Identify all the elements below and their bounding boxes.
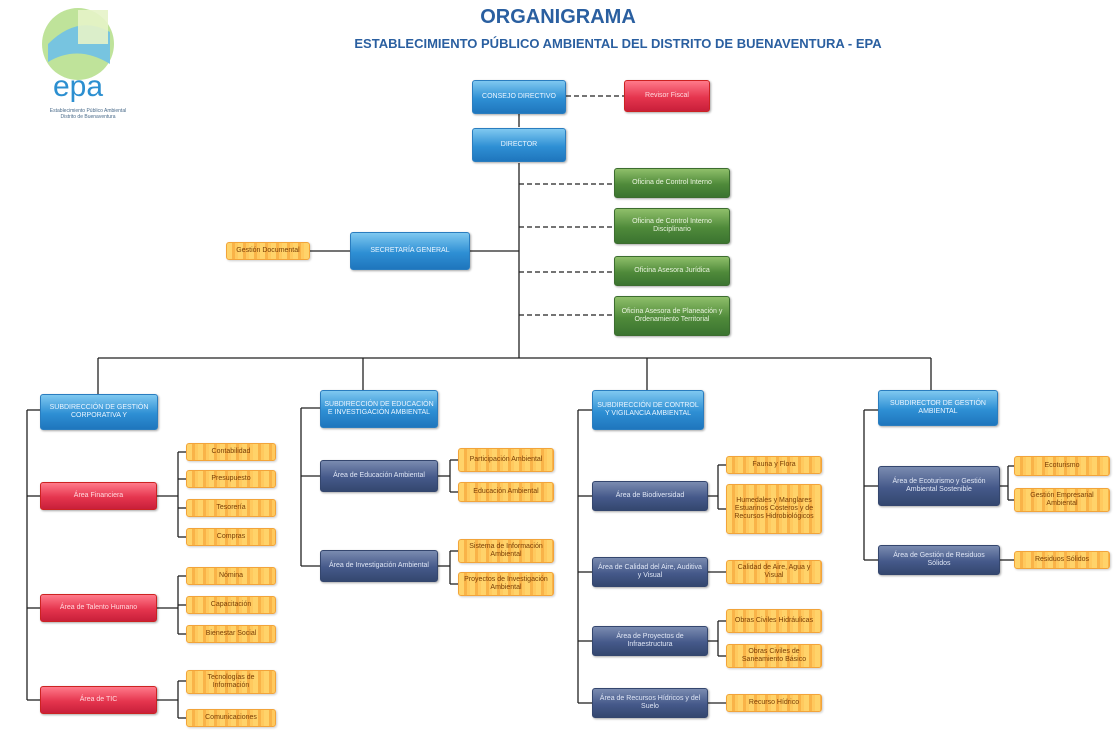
node-obras-saneamiento: Obras Civiles de Saneamiento Básico — [726, 644, 822, 668]
node-revisor-fiscal: Revisor Fiscal — [624, 80, 710, 112]
node-tesoreria: Tesorería — [186, 499, 276, 517]
node-area-recursos-hidricos: Área de Recursos Hídricos y del Suelo — [592, 688, 708, 718]
solid-connectors — [26, 114, 1014, 719]
node-sub-gestion: SUBDIRECTOR DE GESTIÓN AMBIENTAL — [878, 390, 998, 426]
node-obras-hidraulicas: Obras Civiles Hidráulicas — [726, 609, 822, 633]
node-bienestar-social: Bienestar Social — [186, 625, 276, 643]
node-sub-educacion: SUBDIRECCIÓN DE EDUCACIÓN E INVESTIGACIÓ… — [320, 390, 438, 428]
node-area-calidad-aire: Área de Calidad del Aire, Auditiva y Vis… — [592, 557, 708, 587]
node-ecoturismo: Ecoturismo — [1014, 456, 1110, 476]
logo-text: epa — [53, 70, 103, 103]
node-sub-corporativa: SUBDIRECCIÓN DE GESTIÓN CORPORATIVA Y — [40, 394, 158, 430]
node-area-talento-humano: Área de Talento Humano — [40, 594, 157, 622]
node-area-educacion: Área de Educación Ambiental — [320, 460, 438, 492]
node-control-disciplinario: Oficina de Control Interno Disciplinario — [614, 208, 730, 244]
epa-logo: epa — [42, 8, 114, 103]
node-recurso-hidrico: Recurso Hídrico — [726, 694, 822, 712]
node-planeacion: Oficina Asesora de Planeación y Ordenami… — [614, 296, 730, 336]
node-area-tic: Área de TIC — [40, 686, 157, 714]
node-area-ecoturismo: Área de Ecoturismo y Gestión Ambiental S… — [878, 466, 1000, 506]
chart-title: ORGANIGRAMA — [480, 6, 636, 28]
node-compras: Compras — [186, 528, 276, 546]
node-area-investigacion: Área de Investigación Ambiental — [320, 550, 438, 582]
node-director: DIRECTOR — [472, 128, 566, 162]
node-presupuesto: Presupuesto — [186, 470, 276, 488]
node-juridica: Oficina Asesora Jurídica — [614, 256, 730, 286]
node-capacitacion: Capacitación — [186, 596, 276, 614]
node-proyectos-investigacion: Proyectos de Investigación Ambiental — [458, 572, 554, 596]
node-tecnologias-informacion: Tecnologías de Información — [186, 670, 276, 694]
node-calidad-aire: Calidad de Aire, Agua y Visual — [726, 560, 822, 584]
node-residuos-solidos: Residuos Sólidos — [1014, 551, 1110, 569]
node-sistema-informacion: Sistema de Información Ambiental — [458, 539, 554, 563]
node-control-interno: Oficina de Control Interno — [614, 168, 730, 198]
node-area-proyectos: Área de Proyectos de Infraestructura — [592, 626, 708, 656]
chart-subtitle: ESTABLECIMIENTO PÚBLICO AMBIENTAL DEL DI… — [354, 36, 882, 51]
node-area-residuos: Área de Gestión de Residuos Sólidos — [878, 545, 1000, 575]
node-participacion-ambiental: Participación Ambiental — [458, 448, 554, 472]
dashed-connectors — [519, 95, 624, 316]
node-contabilidad: Contabilidad — [186, 443, 276, 461]
node-fauna-flora: Fauna y Flora — [726, 456, 822, 474]
node-secretaria-general: SECRETARÍA GENERAL — [350, 232, 470, 270]
logo-caption-2: Distrito de Buenaventura — [60, 114, 116, 120]
logo-caption-1: Establecimiento Público Ambiental — [49, 108, 127, 114]
node-gestion-documental: Gestión Documental — [226, 242, 310, 260]
node-comunicaciones: Comunicaciones — [186, 709, 276, 727]
node-educacion-ambiental: Educación Ambiental — [458, 482, 554, 502]
node-area-financiera: Área Financiera — [40, 482, 157, 510]
node-gestion-empresarial: Gestión Empresarial Ambiental — [1014, 488, 1110, 512]
node-area-biodiversidad: Área de Biodiversidad — [592, 481, 708, 511]
node-sub-control: SUBDIRECCIÓN DE CONTROL Y VIGILANCIA AMB… — [592, 390, 704, 430]
node-consejo-directivo: CONSEJO DIRECTIVO — [472, 80, 566, 114]
node-humedales: Humedales y Manglares Estuarinos Costero… — [726, 484, 822, 534]
node-nomina: Nómina — [186, 567, 276, 585]
